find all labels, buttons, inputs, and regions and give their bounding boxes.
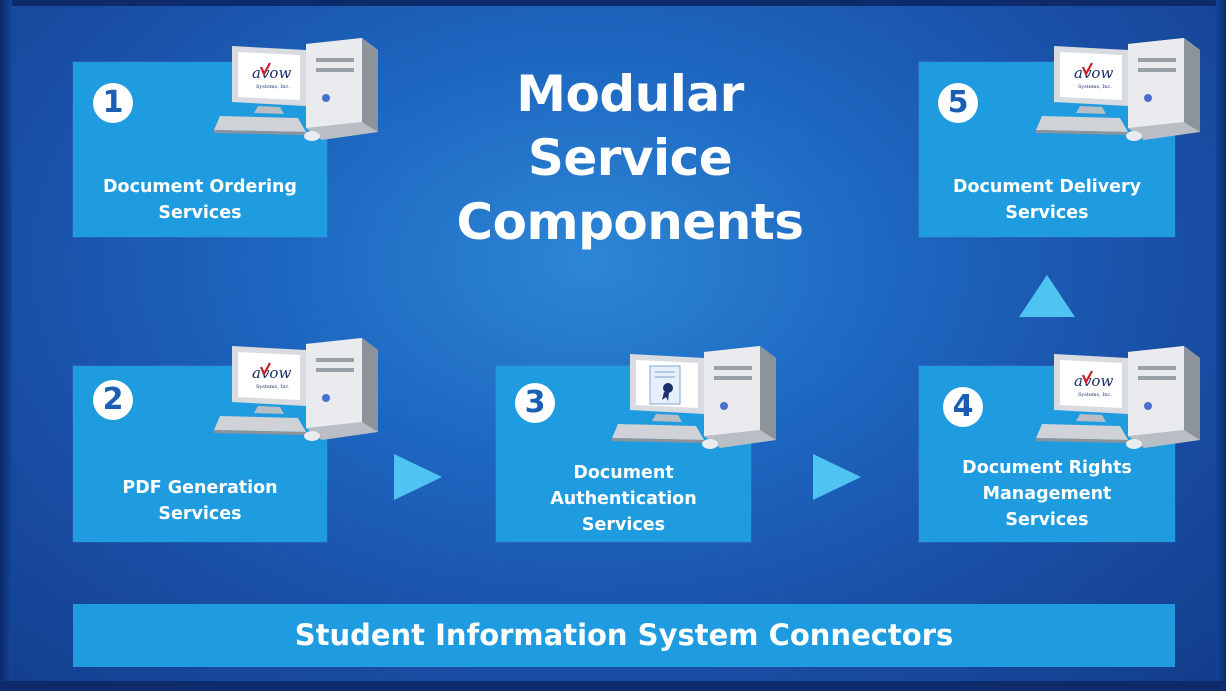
module-label: PDF Generation Services xyxy=(73,475,327,527)
step-number-badge: 4 xyxy=(943,387,983,427)
frame-bottom-border xyxy=(0,681,1226,691)
step-number-badge: 5 xyxy=(938,83,978,123)
module-label-line-1: Document Ordering xyxy=(103,177,297,197)
module-label: Document Ordering Services xyxy=(73,174,327,226)
step-number-badge: 3 xyxy=(515,383,555,423)
computer-icon: avow Systems, Inc. xyxy=(214,38,378,141)
module-label: Document Delivery Services xyxy=(919,174,1175,226)
title-line-2: Service xyxy=(527,129,733,187)
sis-connectors-bar: Student Information System Connectors xyxy=(73,604,1175,667)
module-label-line-2: Services xyxy=(158,504,242,524)
screen-logo-brand: avow xyxy=(1074,372,1113,390)
module-label-line-1: Document Delivery xyxy=(952,177,1142,197)
flow-arrow-up-icon xyxy=(1019,275,1075,317)
computer-icon: avow Systems, Inc. xyxy=(1036,38,1200,141)
screen-logo-tagline: Systems, Inc. xyxy=(256,384,290,390)
screen-logo-tagline: Systems, Inc. xyxy=(256,84,290,90)
screen-logo-brand: avow xyxy=(1074,64,1113,82)
module-label-line-2: Services xyxy=(1005,203,1089,223)
module-label: Document Authentication Services xyxy=(496,460,751,538)
sis-connectors-label: Student Information System Connectors xyxy=(294,618,954,652)
screen-logo-tagline: Systems, Inc. xyxy=(1078,392,1112,398)
module-label-line-3: Services xyxy=(581,515,666,535)
module-label-line-1: Document xyxy=(573,463,674,483)
module-label-line-3: Services xyxy=(1005,510,1089,530)
computer-certificate-icon xyxy=(612,346,776,449)
step-number-badge: 1 xyxy=(93,83,133,123)
module-label-line-2: Management xyxy=(982,484,1112,504)
title-line-3: Components xyxy=(456,193,804,251)
frame-top-border xyxy=(0,0,1226,6)
frame-right-border xyxy=(1216,0,1226,691)
screen-logo-brand: avow xyxy=(252,364,291,382)
screen-logo-brand: avow xyxy=(252,64,291,82)
step-number-badge: 2 xyxy=(93,380,133,420)
module-label-line-1: PDF Generation xyxy=(122,478,278,498)
module-label-line-2: Authentication xyxy=(550,489,697,509)
diagram-title: Modular Service Components xyxy=(410,62,850,254)
title-line-1: Modular xyxy=(516,65,744,123)
module-label-line-2: Services xyxy=(158,203,242,223)
computer-icon: avow Systems, Inc. xyxy=(214,338,378,441)
flow-arrow-right-icon xyxy=(394,454,442,500)
module-label: Document Rights Management Services xyxy=(919,455,1175,533)
module-label-line-1: Document Rights xyxy=(962,458,1132,478)
module-document-authentication: 3 Document Authentication Services xyxy=(496,366,751,542)
screen-logo-tagline: Systems, Inc. xyxy=(1078,84,1112,90)
computer-icon: avow Systems, Inc. xyxy=(1036,346,1200,449)
frame-left-border xyxy=(0,0,12,691)
flow-arrow-right-icon xyxy=(813,454,861,500)
